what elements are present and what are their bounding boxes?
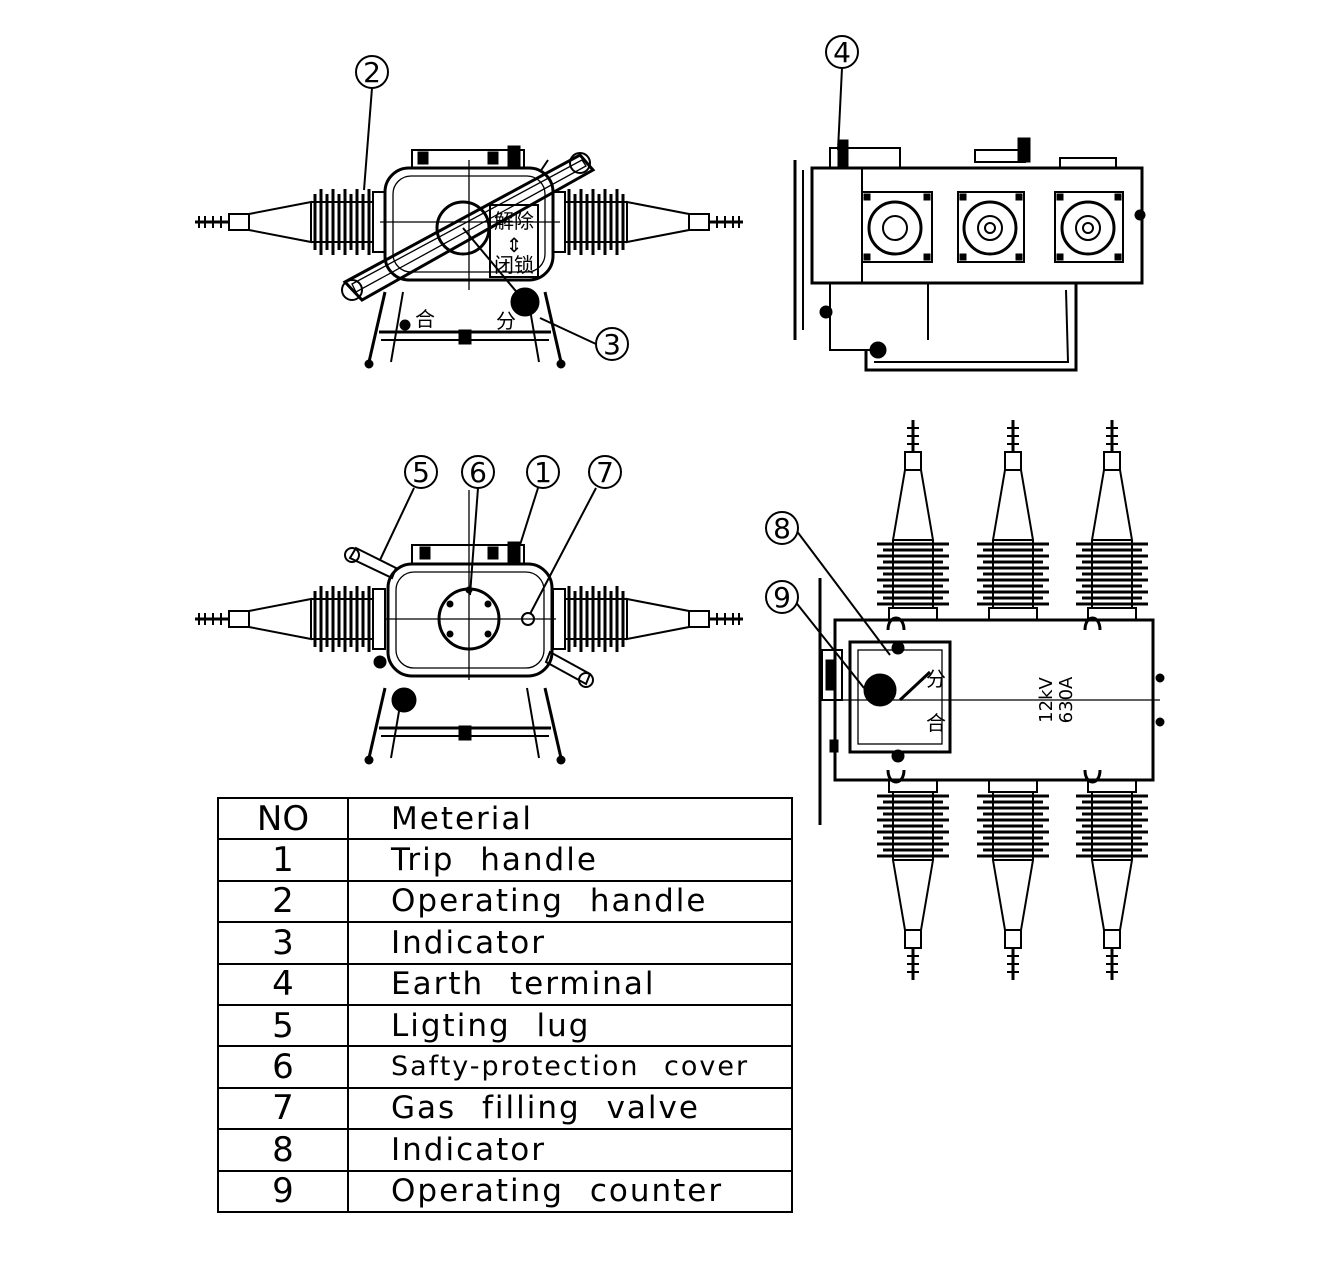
row-material: Safty-protection cover — [347, 1045, 793, 1089]
svg-text:1: 1 — [534, 456, 552, 489]
front-view-bottom — [193, 490, 745, 766]
row-no: 2 — [217, 879, 349, 924]
header-no: NO — [217, 796, 349, 841]
callout-1 — [526, 455, 560, 489]
rating-current: 630A — [1056, 676, 1077, 723]
row-no: 6 — [217, 1045, 349, 1089]
row-material: Indicator — [347, 1128, 793, 1172]
callout-7 — [588, 455, 622, 489]
row-material: Gas filling valve — [347, 1086, 793, 1131]
close-glyph-plan: 合 — [926, 711, 946, 735]
callout-3 — [595, 327, 629, 361]
open-glyph-top: 分 — [496, 309, 516, 333]
svg-text:2: 2 — [363, 56, 381, 89]
top-view: 分 合 12kV 630A — [818, 418, 1165, 982]
row-material: Operating counter — [347, 1169, 793, 1213]
callout-6 — [461, 455, 495, 489]
svg-text:7: 7 — [596, 456, 614, 489]
row-material: Ligting lug — [347, 1003, 793, 1048]
row-no: 1 — [217, 838, 349, 882]
front-view-top: 解除 ⇕ 闭锁 分 合 — [193, 145, 745, 370]
row-no: 5 — [217, 1003, 349, 1048]
row-material: Earth terminal — [347, 962, 793, 1006]
svg-text:8: 8 — [773, 512, 791, 545]
callout-4 — [825, 35, 859, 69]
callout-8 — [765, 511, 799, 545]
side-view-top — [793, 137, 1146, 372]
callouts: 2 3 4 5 6 1 7 8 9 — [355, 35, 891, 689]
callout-9 — [765, 580, 799, 614]
svg-text:3: 3 — [603, 328, 621, 361]
svg-text:6: 6 — [469, 456, 487, 489]
row-material: Trip handle — [347, 838, 793, 882]
row-material: Operating handle — [347, 879, 793, 924]
svg-text:⇕: ⇕ — [506, 233, 523, 257]
svg-text:9: 9 — [773, 581, 791, 614]
row-no: 7 — [217, 1086, 349, 1131]
header-material: Meterial — [347, 796, 793, 841]
table-header-row: NO Meterial — [217, 796, 793, 841]
callout-5 — [404, 455, 438, 489]
svg-text:4: 4 — [833, 36, 851, 69]
row-no: 9 — [217, 1169, 349, 1213]
release-glyph-a: 解除 — [494, 209, 534, 233]
callout-2 — [355, 55, 389, 89]
row-no: 4 — [217, 962, 349, 1006]
row-no: 3 — [217, 921, 349, 965]
row-no: 8 — [217, 1128, 349, 1172]
close-glyph-top: 合 — [415, 307, 435, 331]
row-material: Indicator — [347, 921, 793, 965]
open-glyph-plan: 分 — [926, 667, 946, 691]
rating-voltage: 12kV — [1036, 677, 1057, 723]
svg-text:5: 5 — [412, 456, 430, 489]
